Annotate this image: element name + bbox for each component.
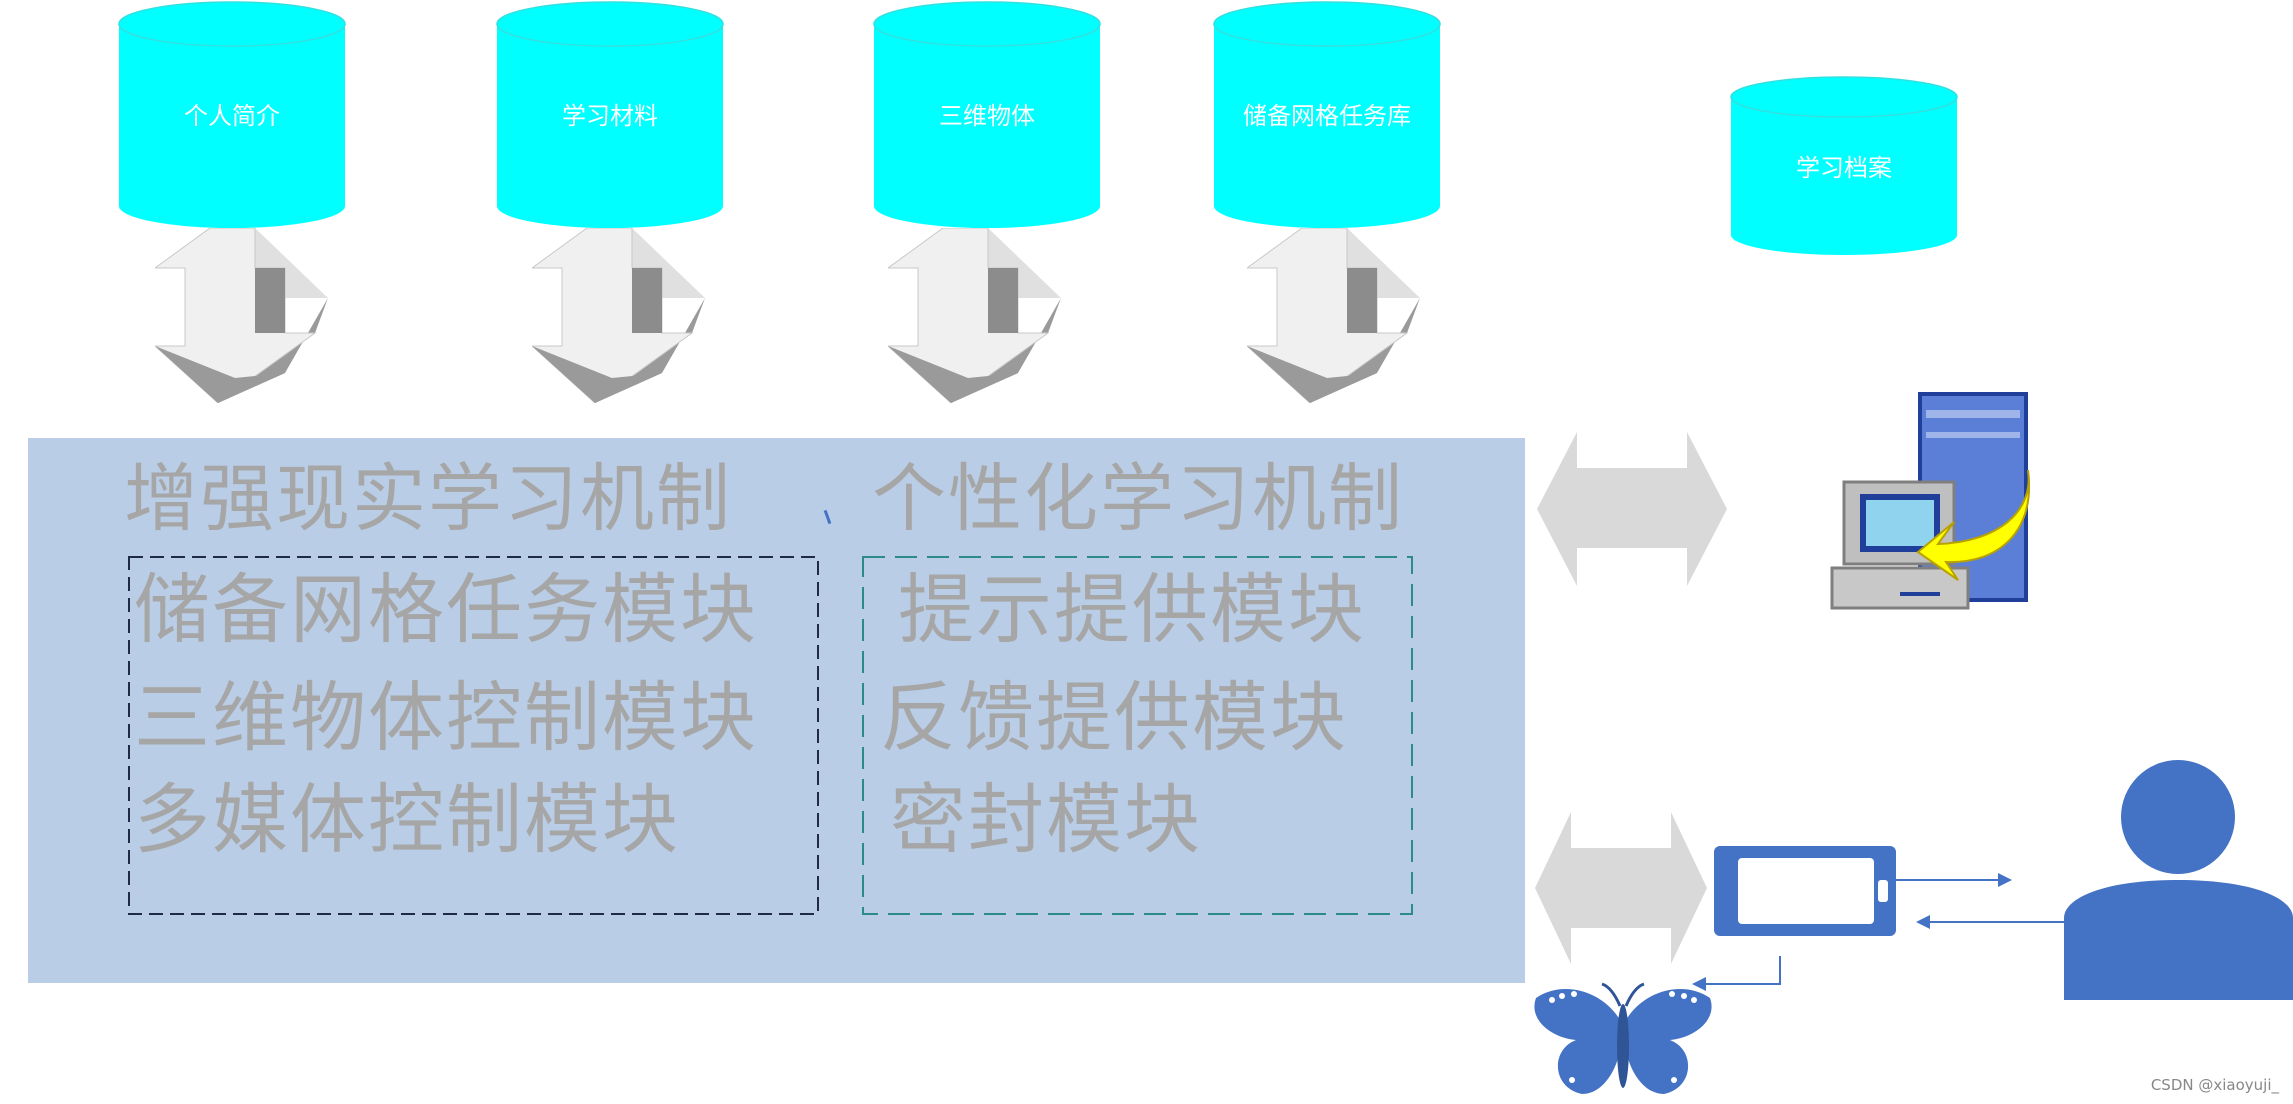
database-label: 学习材料 (562, 102, 658, 130)
database-personal-profile: 个人简介 (118, 0, 346, 230)
database-label: 个人简介 (184, 102, 280, 130)
database-label: 三维物体 (939, 102, 1035, 130)
database-label: 学习档案 (1796, 154, 1892, 182)
bidirectional-3d-arrow-icon (888, 228, 1061, 403)
learning-system-panel (28, 438, 1525, 983)
module-seal: 密封模块 (890, 775, 1202, 864)
database-cylinder-icon (118, 1, 346, 228)
database-grid-task-library: 储备网格任务库 (1213, 0, 1441, 230)
bidirectional-3d-arrow-icon (532, 228, 705, 403)
database-cylinder-icon (496, 1, 724, 228)
bidirectional-arrow-1 (155, 228, 335, 403)
module-feedback-provision: 反馈提供模块 (880, 673, 1348, 762)
module-multimedia-control: 多媒体控制模块 (134, 775, 680, 864)
ar-mechanism-title: 增强现实学习机制 (124, 456, 732, 542)
bidirectional-arrow-3 (888, 228, 1068, 403)
personal-modules-box (862, 556, 1413, 915)
mobile-phone-icon (1714, 846, 1896, 936)
personal-mechanism-title: 个性化学习机制 (872, 456, 1404, 542)
database-label: 储备网格任务库 (1243, 102, 1411, 130)
bidirectional-arrow-2 (532, 228, 712, 403)
bidirectional-3d-arrow-icon (155, 228, 328, 403)
user-icon (2064, 760, 2293, 1000)
database-learning-materials: 学习材料 (496, 0, 724, 230)
bidirectional-3d-arrow-icon (1247, 228, 1420, 403)
computer-server-icon (1830, 392, 2030, 610)
module-hint-provision: 提示提供模块 (898, 565, 1366, 654)
bidirectional-arrow-phone (1535, 812, 1707, 964)
database-cylinder-icon (1213, 1, 1441, 228)
ar-modules-box (128, 556, 819, 915)
database-cylinder-icon (873, 1, 1101, 228)
module-3d-object-control: 三维物体控制模块 (134, 673, 758, 762)
database-learning-archive: 学习档案 (1730, 75, 1958, 257)
database-3d-objects: 三维物体 (873, 0, 1101, 230)
watermark: CSDN @xiaoyuji_ (2150, 1076, 2279, 1094)
butterfly-icon (1534, 982, 1712, 1094)
bidirectional-arrow-server (1537, 432, 1727, 586)
database-cylinder-icon (1730, 76, 1958, 255)
interaction-arrows (1692, 873, 2078, 991)
module-grid-task: 储备网格任务模块 (134, 565, 758, 654)
bidirectional-arrow-4 (1247, 228, 1427, 403)
